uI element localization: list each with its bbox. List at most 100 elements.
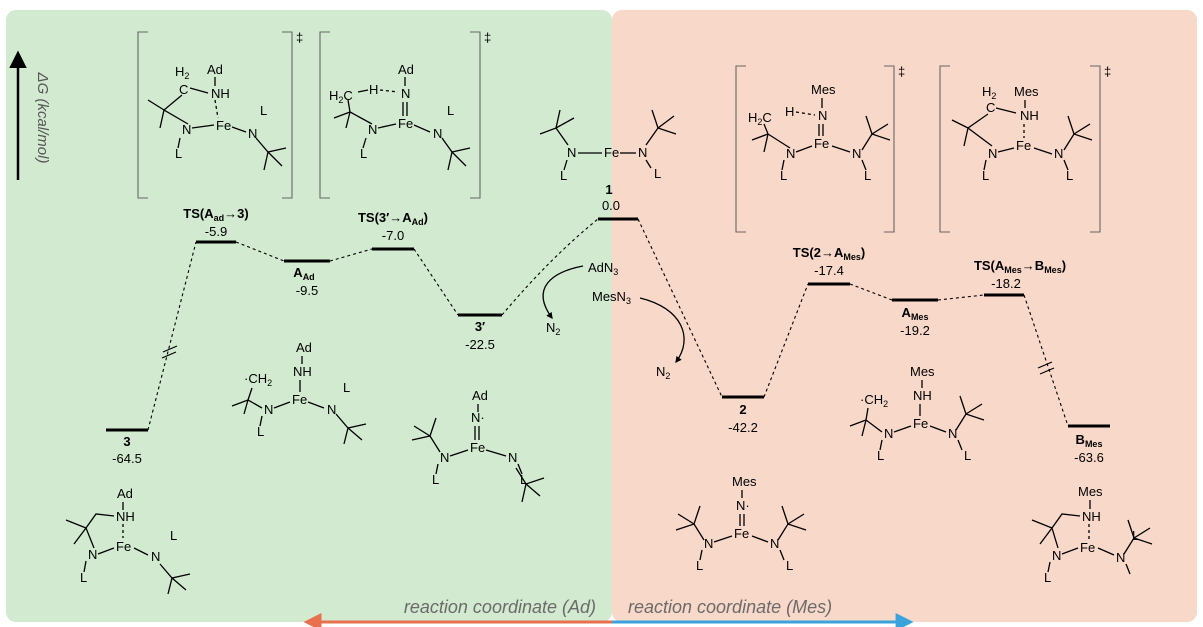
svg-text:Ad: Ad xyxy=(117,486,133,501)
svg-text:NH: NH xyxy=(1082,509,1101,524)
svg-text:N·: N· xyxy=(736,498,750,513)
structure-ts-aad-3: ‡ H2 C Ad NH Fe N L N L xyxy=(137,30,303,199)
svg-text:N: N xyxy=(508,450,517,465)
svg-text:L: L xyxy=(560,168,567,183)
svg-text:N: N xyxy=(88,547,97,562)
svg-text:L: L xyxy=(780,168,787,183)
svg-text:Fe: Fe xyxy=(913,416,928,431)
svg-text:Mes: Mes xyxy=(811,82,836,97)
svg-text:N: N xyxy=(1116,550,1125,565)
svg-text:NH: NH xyxy=(293,364,312,379)
svg-text:L: L xyxy=(864,168,871,183)
svg-text:C: C xyxy=(179,82,188,97)
svg-text:N: N xyxy=(884,426,893,441)
structure-ts-3p-aad: ‡ H2C H Ad N Fe N L N L xyxy=(319,30,491,199)
structure-bmes: Mes NH Fe N L N L xyxy=(1031,484,1153,585)
svg-text:L: L xyxy=(877,448,884,463)
svg-text:L: L xyxy=(696,558,703,573)
svg-text:L: L xyxy=(257,424,264,439)
structure-ames: ·CH2 Mes NH Fe N L N L xyxy=(849,364,985,463)
svg-text:L: L xyxy=(175,146,182,161)
svg-text:N: N xyxy=(567,145,576,160)
svg-text:Mes: Mes xyxy=(732,474,757,489)
svg-text:N: N xyxy=(638,145,647,160)
axis-break-marks xyxy=(161,345,1055,375)
energy-levels xyxy=(106,217,1110,432)
svg-text:Fe: Fe xyxy=(1080,540,1095,555)
svg-text:Mes: Mes xyxy=(910,364,935,379)
connectors xyxy=(147,218,1069,431)
svg-text:Mes: Mes xyxy=(1078,484,1103,499)
svg-text:N: N xyxy=(433,126,442,141)
svg-text:L: L xyxy=(1132,528,1139,543)
svg-text:L: L xyxy=(360,146,367,161)
svg-text:N: N xyxy=(988,146,997,161)
value-ts-aad-3: -5.9 xyxy=(205,224,227,239)
y-axis-title: ΔG (kcal/mol) xyxy=(34,72,51,164)
panel-ad xyxy=(6,10,612,622)
label-ts-3p-aad: TS(3′→AAd) xyxy=(358,210,428,227)
svg-text:N: N xyxy=(786,146,795,161)
svg-text:Fe: Fe xyxy=(1016,138,1031,153)
structure-3p: Ad N· Fe N L N L xyxy=(411,388,545,503)
svg-text:·CH2: ·CH2 xyxy=(860,392,888,409)
svg-text:N: N xyxy=(818,108,827,123)
svg-text:Fe: Fe xyxy=(398,116,413,131)
svg-text:L: L xyxy=(1066,168,1073,183)
svg-text:Fe: Fe xyxy=(116,539,131,554)
svg-text:NH: NH xyxy=(116,509,135,524)
svg-text:N: N xyxy=(1052,548,1061,563)
svg-text:‡: ‡ xyxy=(296,30,303,45)
value-2: -42.2 xyxy=(728,420,758,435)
svg-text:L: L xyxy=(1044,570,1051,585)
svg-text:L: L xyxy=(654,166,661,181)
svg-text:N: N xyxy=(327,402,336,417)
value-ts-ames-bmes: -18.2 xyxy=(991,276,1021,291)
label-3: 3 xyxy=(123,434,130,449)
svg-text:N: N xyxy=(440,450,449,465)
structure-ts-ames-bmes: ‡ H2 C Mes NH Fe N L N L xyxy=(939,64,1111,233)
svg-text:N: N xyxy=(401,86,410,101)
svg-text:N·: N· xyxy=(471,410,485,425)
svg-text:Ad: Ad xyxy=(398,62,414,77)
svg-text:AdN3: AdN3 xyxy=(588,260,618,277)
svg-text:N: N xyxy=(1054,146,1063,161)
svg-text:‡: ‡ xyxy=(898,64,905,79)
label-3p: 3′ xyxy=(475,319,485,334)
svg-text:Mes: Mes xyxy=(1014,84,1039,99)
svg-text:L: L xyxy=(982,168,989,183)
svg-text:N: N xyxy=(151,549,160,564)
svg-text:Fe: Fe xyxy=(292,392,307,407)
value-3p: -22.5 xyxy=(465,337,495,352)
svg-text:N: N xyxy=(948,426,957,441)
svg-text:N: N xyxy=(264,402,273,417)
svg-text:‡: ‡ xyxy=(484,30,491,45)
svg-text:N: N xyxy=(770,536,779,551)
svg-text:Ad: Ad xyxy=(296,340,312,355)
svg-text:MesN3: MesN3 xyxy=(592,289,631,306)
label-2: 2 xyxy=(739,402,746,417)
value-bmes: -63.6 xyxy=(1074,450,1104,465)
svg-text:Ad: Ad xyxy=(472,388,488,403)
value-1: 0.0 xyxy=(602,198,620,213)
svg-text:L: L xyxy=(447,103,454,118)
svg-text:N: N xyxy=(368,122,377,137)
svg-text:NH: NH xyxy=(913,388,932,403)
svg-text:Fe: Fe xyxy=(216,118,231,133)
svg-text:L: L xyxy=(170,528,177,543)
svg-text:L: L xyxy=(260,103,267,118)
svg-text:L: L xyxy=(80,570,87,585)
svg-text:N: N xyxy=(182,122,191,137)
label-ts-aad-3: TS(Aad→3) xyxy=(183,206,248,223)
svg-text:N: N xyxy=(248,126,257,141)
reagent-mesn3: MesN3 N2 xyxy=(592,289,685,381)
value-ts-3p-aad: -7.0 xyxy=(382,228,404,243)
value-ts-2-ames: -17.4 xyxy=(814,263,844,278)
svg-text:L: L xyxy=(786,558,793,573)
structure-3: Ad NH Fe N L N L xyxy=(65,486,191,595)
value-3: -64.5 xyxy=(112,451,142,466)
svg-text:‡: ‡ xyxy=(1104,64,1111,79)
svg-text:NH: NH xyxy=(1020,108,1039,123)
value-ames: -19.2 xyxy=(900,323,930,338)
